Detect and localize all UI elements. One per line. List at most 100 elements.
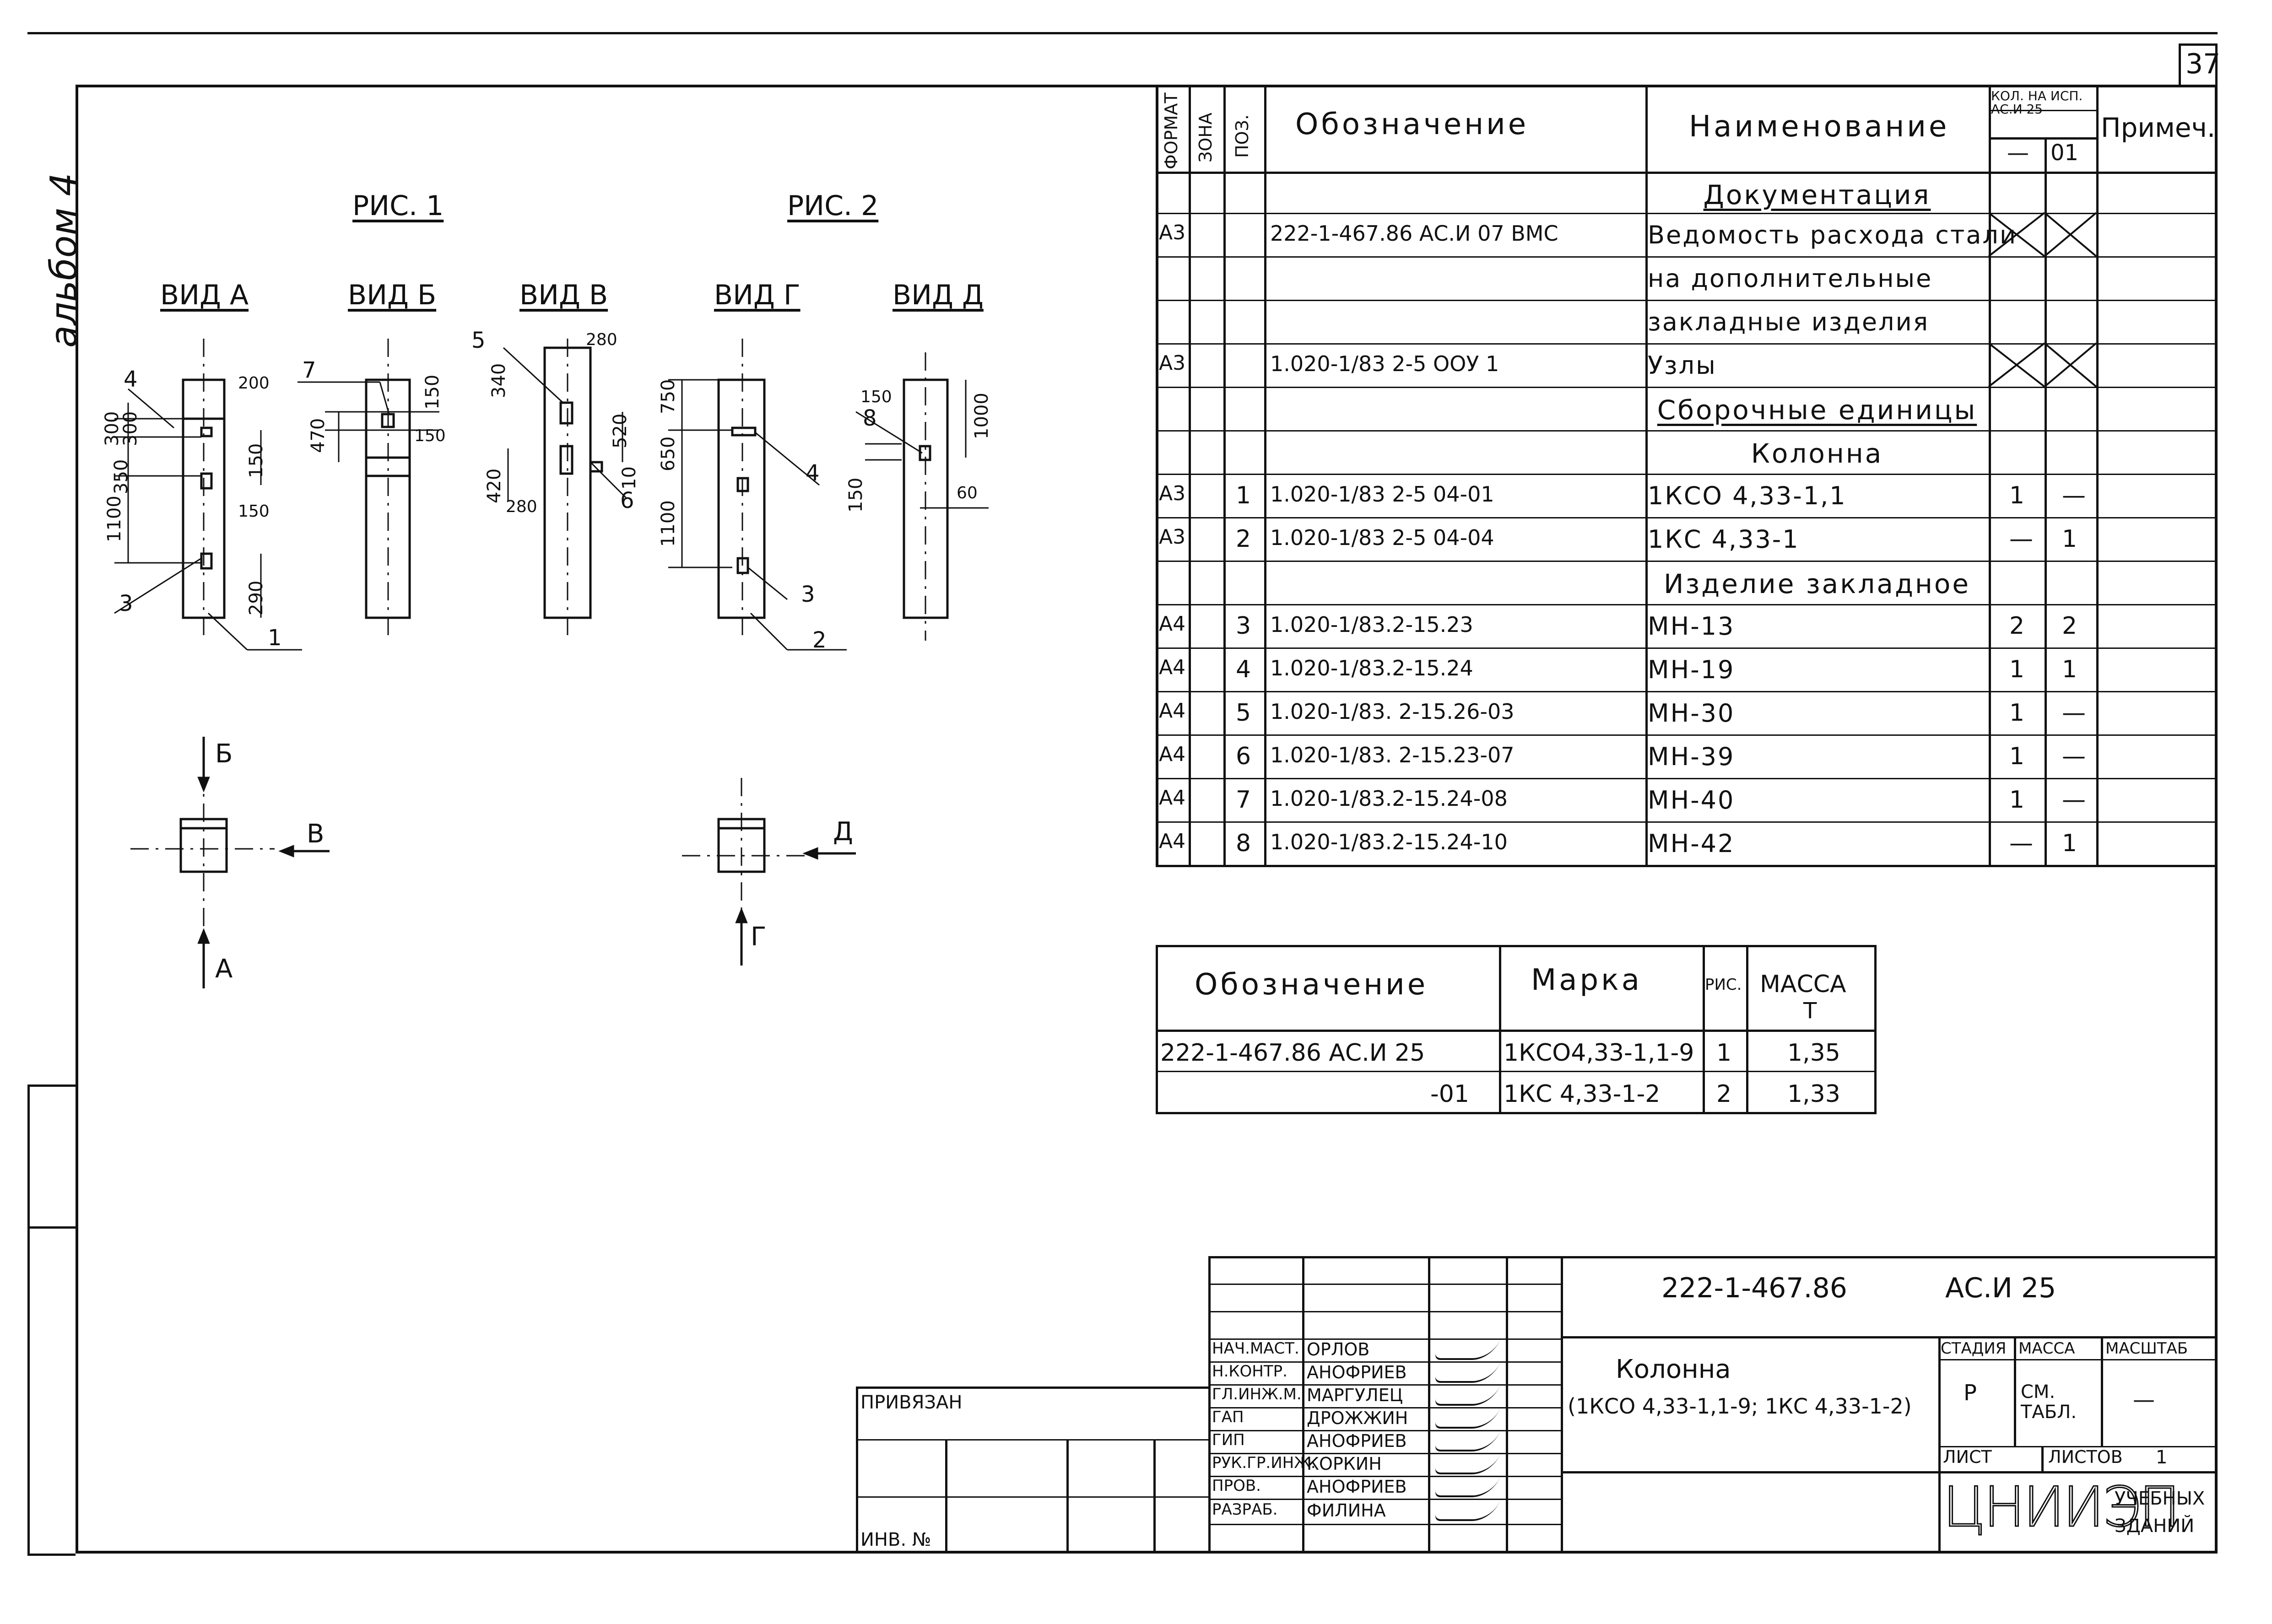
spec-row-qty2: 1	[2062, 830, 2077, 857]
view-v-label: ВИД В	[519, 279, 608, 311]
dim-c-280: 280	[586, 330, 617, 349]
mass-row-2-fig: 2	[1716, 1080, 1732, 1108]
spec-row-qty1: 1	[2009, 699, 2025, 727]
mass-row-2-mass: 1,33	[1787, 1080, 1840, 1108]
spec-row-qty2: —	[2062, 699, 2086, 727]
mass-value: СМ. ТАБЛ.	[2021, 1381, 2077, 1423]
spec-row-format: А4	[1159, 786, 1186, 809]
signatory-role: ГИП	[1212, 1431, 1245, 1449]
spec-row-designation: 1.020-1/83. 2-15.23-07	[1270, 743, 1515, 767]
spec-row-designation: 1.020-1/83 2-5 ООУ 1	[1270, 351, 1499, 376]
stage-value: Р	[1964, 1380, 1977, 1406]
mass-row-1-mass: 1,35	[1787, 1039, 1840, 1067]
mass-header-mark: Марка	[1531, 963, 1642, 997]
spec-row-name: Изделие закладное	[1663, 568, 1971, 599]
callout-4a: 4	[124, 367, 138, 392]
mass-header-fig: РИС.	[1705, 976, 1742, 994]
signatory-role: Н.КОНТР.	[1212, 1362, 1287, 1381]
spec-row-name: Документация	[1703, 179, 1931, 210]
spec-row-format: А3	[1159, 525, 1186, 549]
spec-row-name: Колонна	[1751, 438, 1883, 469]
sheet-number: 37	[2185, 48, 2221, 80]
callout-3b: 3	[801, 582, 815, 607]
marker-g: Г	[751, 922, 767, 952]
spec-row-name: закладные изделия	[1648, 308, 1930, 336]
signatory-role: РАЗРАБ.	[1212, 1500, 1278, 1519]
spec-row-name: на дополнительные	[1648, 264, 1933, 293]
inv-label: ИНВ. №	[860, 1529, 931, 1550]
spec-row-pos: 2	[1236, 525, 1251, 553]
drawing-frame	[76, 85, 2218, 1554]
signatory-name: АНОФРИЕВ	[1307, 1431, 1407, 1451]
top-line	[27, 32, 2218, 34]
dim-c-280b: 280	[506, 497, 537, 516]
spec-row-name: МН-30	[1648, 699, 1735, 728]
signatory-name: АНОФРИЕВ	[1307, 1362, 1407, 1382]
spec-row-name: МН-13	[1648, 612, 1735, 641]
spec-row-name: МН-19	[1648, 655, 1735, 684]
spec-row-designation: 1.020-1/83.2-15.24-08	[1270, 786, 1508, 811]
signatory-name: КОРКИН	[1307, 1454, 1382, 1474]
spec-row-qty1: 1	[2009, 482, 2025, 509]
spec-row-designation: 222-1-467.86 АС.И 07 ВМС	[1270, 221, 1558, 246]
spec-row-name: Узлы	[1648, 351, 1717, 380]
signatory-name: ДРОЖЖИН	[1307, 1408, 1408, 1428]
title-name: Колонна	[1616, 1354, 1731, 1384]
mass-row-1-mark: 1КСО4,33-1,1-9	[1504, 1039, 1694, 1067]
dim-e-60: 60	[957, 484, 978, 502]
stage-label: СТАДИЯ	[1941, 1339, 2007, 1358]
spec-row-designation: 1.020-1/83. 2-15.26-03	[1270, 699, 1515, 724]
dim-a-150b: 150	[238, 502, 270, 521]
mass-row-2-mark: 1КС 4,33-1-2	[1504, 1080, 1661, 1108]
view-g-column	[717, 378, 766, 619]
marker-a: А	[215, 954, 233, 984]
spec-row-name: 1КСО 4,33-1,1	[1648, 481, 1847, 510]
fig1-label: РИС. 1	[352, 190, 444, 222]
signatory-name: АНОФРИЕВ	[1307, 1477, 1407, 1497]
spec-row-qty2: 1	[2062, 525, 2077, 553]
spec-row-name: Ведомость расхода стали	[1648, 221, 2018, 249]
mass-header-mass: МАССА	[1760, 971, 1846, 998]
spec-header-qty: КОЛ. НА ИСП. АС.И 25	[1991, 88, 2083, 117]
mass-row-2-designation: -01	[1430, 1080, 1469, 1108]
spec-row-qty1: —	[2009, 525, 2033, 553]
spec-header-designation: Обозначение	[1295, 108, 1529, 141]
signatory-role: РУК.ГР.ИНЖ.	[1212, 1454, 1316, 1472]
spec-header-note: Примеч.	[2101, 112, 2216, 143]
spec-row-designation: 1.020-1/83.2-15.24	[1270, 656, 1473, 680]
spec-row-pos: 3	[1236, 612, 1251, 640]
spec-row-designation: 1.020-1/83.2-15.23	[1270, 612, 1473, 637]
spec-row-name: 1КС 4,33-1	[1648, 525, 1800, 554]
spec-row-format: А4	[1159, 699, 1186, 723]
spec-row-qty1: 1	[2009, 743, 2025, 770]
scale-label: МАСШТАБ	[2105, 1339, 2188, 1358]
view-b-label: ВИД Б	[348, 279, 437, 311]
spec-row-name: МН-40	[1648, 786, 1735, 815]
bound-label: ПРИВЯЗАН	[860, 1392, 963, 1413]
dim-e-150: 150	[860, 388, 892, 406]
spec-row-pos: 7	[1236, 786, 1251, 814]
signatory-role: НАЧ.МАСТ.	[1212, 1339, 1299, 1358]
marker-b: Б	[215, 739, 233, 769]
spec-row-format: А3	[1159, 221, 1186, 244]
spec-row-qty2: 1	[2062, 656, 2077, 683]
spec-row-qty1: 2	[2009, 612, 2025, 640]
spec-row-format: А3	[1159, 351, 1186, 375]
view-d-label: ВИД Д	[893, 279, 984, 311]
left-margin-row-1	[27, 1084, 76, 1087]
view-a-label: ВИД А	[160, 279, 249, 311]
spec-row-qty2: —	[2062, 482, 2086, 509]
spec-row-qty1: 1	[2009, 786, 2025, 814]
spec-header-name: Наименование	[1689, 110, 1950, 144]
spec-row-designation: 1.020-1/83 2-5 04-04	[1270, 525, 1494, 550]
signatory-name: ФИЛИНА	[1307, 1500, 1386, 1521]
spec-row-format: А4	[1159, 656, 1186, 679]
left-margin-row-3	[27, 1554, 76, 1556]
view-g-label: ВИД Г	[714, 279, 801, 311]
signatory-name: МАРГУЛЕЦ	[1307, 1385, 1403, 1405]
dim-a-200: 200	[238, 374, 270, 393]
spec-header-qty1: —	[2007, 140, 2029, 166]
left-margin-line	[27, 1084, 30, 1554]
callout-2: 2	[812, 627, 827, 653]
